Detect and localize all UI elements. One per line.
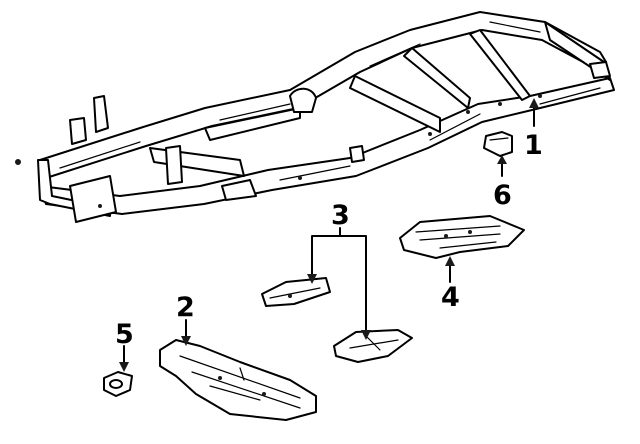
frame-crossmember-3 (349, 75, 441, 133)
frame-near-rail (39, 77, 615, 215)
arrowhead-6 (497, 155, 507, 164)
skid-plate-upper-rib (269, 287, 321, 299)
callout-6: 6 (493, 180, 512, 211)
callout-4: 4 (441, 282, 460, 313)
leader-lines (119, 98, 539, 372)
frame-body-mount (349, 145, 365, 163)
callout-3: 3 (331, 200, 350, 231)
frame-front-bumper-mount (69, 175, 117, 223)
rear-shield-body (159, 339, 317, 421)
arrowhead-5 (119, 362, 129, 372)
arrowhead-3a (307, 274, 317, 284)
transfer-shield (399, 215, 525, 259)
rear-shield-holes (218, 376, 266, 396)
frame-mount-mid (165, 145, 183, 185)
skid-plate-upper-hole (288, 294, 292, 298)
arrowhead-1 (529, 98, 539, 108)
callout-2: 2 (176, 292, 195, 323)
frame-crossmember-5 (469, 29, 531, 101)
frame-crossmember-2 (204, 107, 301, 141)
transfer-shield-holes (444, 230, 472, 238)
frame-spring-hanger (289, 87, 317, 113)
skid-plate-lower-ribs (349, 335, 399, 351)
arrowhead-3b (361, 330, 371, 340)
frame-rail-detail (59, 21, 601, 181)
skid-plate-lower-body (333, 329, 413, 363)
arrowhead-2 (181, 336, 191, 346)
bracket-6 (483, 131, 513, 157)
callout-labels: 1 6 3 4 2 5 (115, 130, 543, 350)
rear-shield (159, 339, 317, 421)
frame-mount-front-left (93, 95, 109, 133)
callout-1: 1 (524, 130, 543, 161)
frame-assembly (15, 11, 615, 223)
frame-mount-near (221, 179, 257, 201)
frame-holes (15, 94, 542, 208)
skid-plate-lower (333, 329, 413, 363)
bracket-6-body (483, 131, 513, 157)
transfer-shield-ribs (415, 225, 501, 249)
skid-plate-upper (261, 277, 331, 307)
bracket-5 (103, 371, 133, 397)
bracket-5-hole (109, 379, 123, 389)
rear-shield-ribs (179, 355, 301, 409)
frame-mount-front-right (69, 117, 87, 145)
bracket-6-edge (489, 137, 509, 141)
frame-crossmember-1 (149, 147, 245, 177)
callout-5: 5 (115, 319, 134, 350)
skid-plate-upper-body (261, 277, 331, 307)
frame-rear-bracket (589, 61, 611, 79)
arrowhead-4 (445, 256, 455, 266)
frame-crossmember-4 (403, 47, 471, 109)
